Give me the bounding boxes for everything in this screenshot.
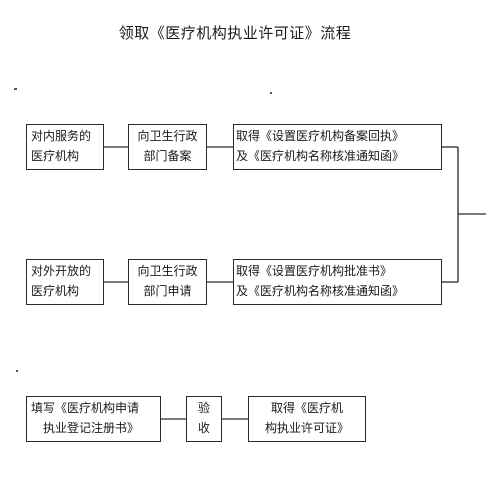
step-filing-line2: 部门备案 bbox=[143, 149, 192, 163]
step-application-line2: 部门申请 bbox=[143, 284, 192, 298]
result-box-license: 取得《医疗机 构执业许可证》 bbox=[248, 396, 366, 442]
start-external-line1: 对外开放的 bbox=[31, 264, 92, 278]
registration-form-line1: 填写《医疗机构申请 bbox=[31, 401, 140, 415]
start-box-registration-form: 填写《医疗机构申请 执业登记注册书》 bbox=[26, 396, 161, 442]
step-box-application: 向卫生行政 部门申请 bbox=[128, 259, 207, 305]
start-external-line2: 医疗机构 bbox=[31, 284, 80, 298]
result-approval-line1: 取得《设置医疗机构批准书》 bbox=[236, 264, 393, 278]
scan-speck bbox=[16, 370, 18, 372]
result-approval-line2: 及《医疗机构名称核准通知函》 bbox=[236, 284, 405, 298]
step-box-inspection: 验 收 bbox=[186, 396, 222, 442]
result-box-filing-receipt: 取得《设置医疗机构备案回执》 及《医疗机构名称核准通知函》 bbox=[233, 124, 442, 170]
start-internal-line2: 医疗机构 bbox=[31, 149, 80, 163]
inspection-line2: 收 bbox=[197, 421, 210, 435]
license-line2: 构执业许可证》 bbox=[264, 421, 349, 435]
scan-speck bbox=[14, 88, 17, 90]
registration-form-line2: 执业登记注册书》 bbox=[43, 421, 140, 435]
license-line1: 取得《医疗机 bbox=[270, 401, 343, 415]
step-application-line1: 向卫生行政 bbox=[137, 264, 198, 278]
result-filing-line1: 取得《设置医疗机构备案回执》 bbox=[236, 129, 405, 143]
result-filing-line2: 及《医疗机构名称核准通知函》 bbox=[236, 149, 405, 163]
start-box-external: 对外开放的 医疗机构 bbox=[26, 259, 104, 305]
step-filing-line1: 向卫生行政 bbox=[137, 129, 198, 143]
start-box-internal: 对内服务的 医疗机构 bbox=[26, 124, 104, 170]
diagram-title: 领取《医疗机构执业许可证》流程 bbox=[118, 24, 352, 42]
start-internal-line1: 对内服务的 bbox=[31, 129, 92, 143]
scan-speck bbox=[270, 92, 272, 94]
step-box-filing: 向卫生行政 部门备案 bbox=[128, 124, 207, 170]
inspection-line1: 验 bbox=[197, 401, 210, 415]
result-box-approval: 取得《设置医疗机构批准书》 及《医疗机构名称核准通知函》 bbox=[233, 259, 442, 305]
